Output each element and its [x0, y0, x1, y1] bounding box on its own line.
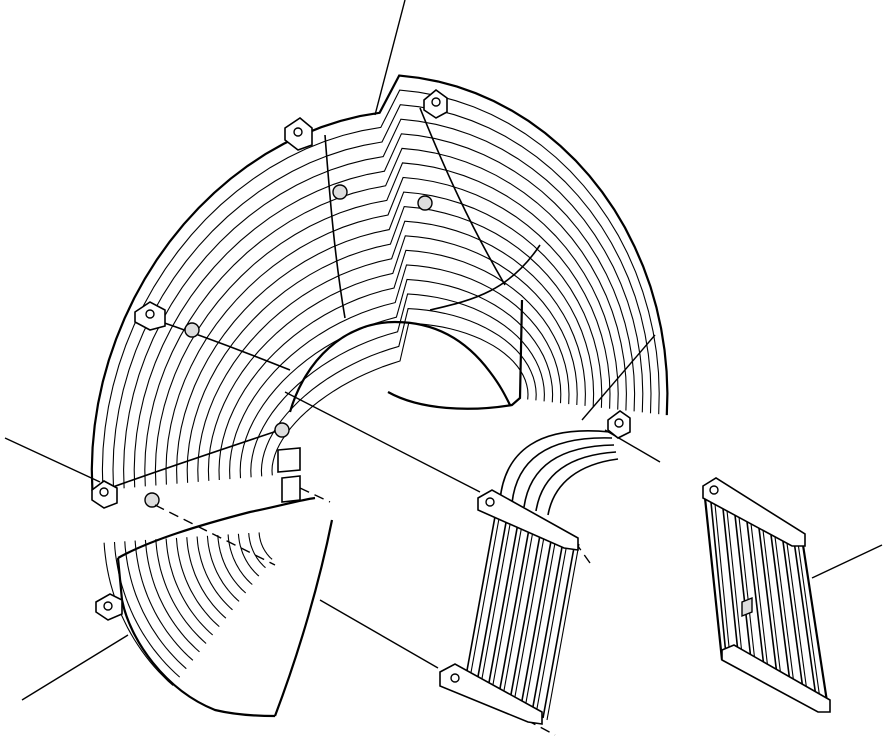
wire-ring: [258, 532, 273, 560]
grille-bar: [749, 514, 770, 679]
leader-line: [374, 0, 406, 116]
leader-line: [4, 437, 101, 483]
grille-bar: [546, 543, 580, 721]
grille-bar: [769, 526, 792, 691]
grille-bar: [513, 525, 547, 703]
grille-bar: [487, 511, 521, 689]
wire-ring: [113, 541, 181, 678]
wire-ring: [134, 540, 194, 661]
wire-ring: [176, 191, 603, 484]
wire-ring: [165, 176, 611, 485]
wire-ring: [144, 147, 627, 487]
grille-bar: [733, 505, 753, 670]
wire-ring: [237, 533, 260, 577]
wire-ring: [196, 536, 233, 611]
grille-bar: [713, 493, 731, 658]
wire-ring: [186, 206, 595, 483]
grille-bar: [535, 537, 569, 715]
wire-ring: [175, 537, 220, 628]
wire-ring: [101, 89, 660, 491]
grille-bar: [745, 512, 766, 677]
grille-bar: [465, 499, 499, 677]
wire-ring: [239, 278, 554, 479]
leader-line: [21, 634, 129, 701]
assembly-line: [154, 504, 276, 566]
wire-ring: [124, 541, 187, 670]
wire-ring: [260, 308, 537, 477]
grille-bar: [542, 541, 576, 719]
wire-ring: [123, 118, 644, 489]
grille-bar: [469, 501, 503, 679]
grille-bar: [476, 505, 510, 683]
wire-ring: [155, 539, 207, 644]
wire-ring: [165, 538, 214, 636]
wire-ring: [207, 235, 578, 481]
grille-bar: [781, 533, 805, 698]
leader-line: [581, 334, 656, 421]
mounting-tab: [607, 410, 631, 439]
mounting-tab: [284, 117, 313, 151]
mounting-tab: [95, 593, 123, 621]
grille-bar: [531, 535, 565, 713]
grille-bar: [524, 531, 558, 709]
wire-ring: [217, 535, 247, 594]
wire-ring: [133, 133, 636, 488]
wire-ring: [248, 533, 266, 569]
mounting-tab: [91, 480, 118, 509]
grille-bar: [737, 507, 757, 672]
wire-ring: [154, 162, 619, 486]
grille-bar: [785, 535, 809, 700]
wire-ring: [144, 539, 200, 653]
wire-ring: [103, 542, 174, 686]
mounting-tab: [423, 88, 448, 119]
grille-bar: [491, 513, 525, 691]
grille-bar: [757, 519, 779, 684]
grille-bar: [709, 491, 727, 656]
flat-grille: [702, 477, 831, 713]
assembly-line: [319, 599, 439, 669]
grille-bar: [502, 519, 536, 697]
assembly-line: [284, 391, 481, 493]
mounting-tab: [134, 301, 166, 331]
grille-bar: [793, 540, 818, 705]
wire-ring: [271, 322, 529, 476]
grille-bar: [797, 542, 822, 707]
grille-bar: [761, 521, 783, 686]
grille-bar: [773, 528, 796, 693]
main-fan-guard: [90, 74, 669, 509]
wire-ring: [112, 104, 652, 490]
wire-ring: [186, 537, 227, 619]
wire-ring: [250, 293, 545, 478]
grille-bar: [509, 523, 543, 701]
grille-frame: [801, 544, 830, 709]
wire-ring: [227, 534, 253, 585]
grille-frame: [703, 497, 724, 661]
lower-guard-segment: [95, 496, 334, 718]
wire-ring: [206, 535, 240, 602]
wire-ring: [197, 220, 586, 482]
wire-ring: [229, 264, 562, 480]
grille-bar: [721, 498, 740, 663]
assembly-line: [299, 487, 331, 503]
grille-bar: [498, 517, 532, 695]
leader-line: [811, 544, 883, 579]
wire-ring: [90, 74, 669, 492]
curved-grille: [439, 410, 631, 725]
grille-bar: [725, 500, 744, 665]
grille-bar: [520, 529, 554, 707]
grille-bar: [480, 507, 514, 685]
wire-ring: [218, 249, 570, 481]
